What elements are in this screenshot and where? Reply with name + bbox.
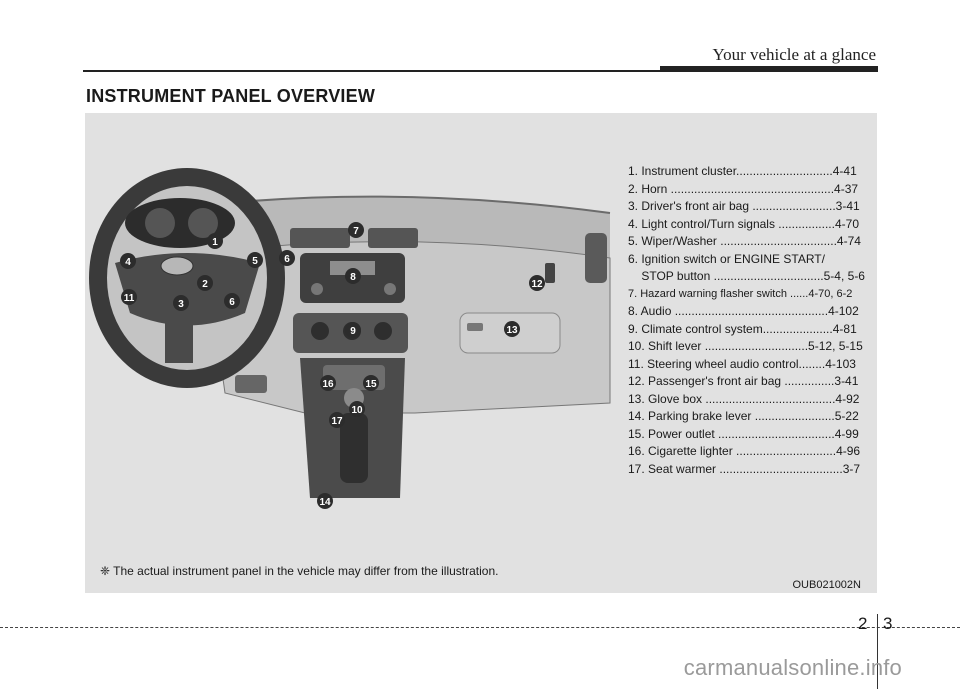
list-item: 10. Shift lever ........................… xyxy=(628,339,863,353)
callout-9: 9 xyxy=(345,322,361,338)
callout-4: 4 xyxy=(120,253,136,269)
svg-text:15: 15 xyxy=(365,379,377,390)
svg-text:16: 16 xyxy=(322,379,334,390)
svg-text:5: 5 xyxy=(252,256,258,267)
list-item: 4. Light control/Turn signals ..........… xyxy=(628,216,859,231)
parts-list: 1. Instrument cluster...................… xyxy=(628,163,868,478)
figure-panel: 1 2 3 4 5 6 6 7 8 9 10 11 12 13 14 15 16… xyxy=(85,113,877,593)
callout-2: 2 xyxy=(197,275,213,291)
svg-text:17: 17 xyxy=(331,416,343,427)
list-item: 2. Horn ................................… xyxy=(628,181,859,196)
svg-text:9: 9 xyxy=(350,326,356,337)
svg-text:1: 1 xyxy=(212,237,218,248)
svg-text:4: 4 xyxy=(125,257,131,268)
list-item: 9. Climate control system...............… xyxy=(628,321,857,336)
bottom-dashed-rule xyxy=(0,627,960,628)
svg-text:3: 3 xyxy=(178,299,184,310)
list-item: 1. Instrument cluster...................… xyxy=(628,164,857,178)
illustration-note: ❈ The actual instrument panel in the veh… xyxy=(100,564,499,578)
svg-text:12: 12 xyxy=(531,279,543,290)
callout-13: 13 xyxy=(504,321,520,337)
svg-text:10: 10 xyxy=(351,405,363,416)
callout-10: 10 xyxy=(349,401,365,417)
figure-code: OUB021002N xyxy=(792,579,862,591)
callout-5: 5 xyxy=(247,252,263,268)
callout-14: 14 xyxy=(317,493,333,509)
callout-12: 12 xyxy=(529,275,545,291)
svg-text:14: 14 xyxy=(319,497,331,508)
instrument-panel-illustration: 1 2 3 4 5 6 6 7 8 9 10 11 12 13 14 15 16… xyxy=(89,168,611,509)
list-item: 16. Cigarette lighter ..................… xyxy=(628,444,861,458)
callout-8: 8 xyxy=(345,268,361,284)
callout-6: 6 xyxy=(224,293,240,309)
svg-text:13: 13 xyxy=(506,325,518,336)
page-number-right: 3 xyxy=(883,614,893,633)
page-divider xyxy=(877,614,878,689)
page-number-left: 2 xyxy=(858,614,868,633)
svg-text:11: 11 xyxy=(124,293,135,304)
header-rule xyxy=(83,70,878,72)
callout-1: 1 xyxy=(207,233,223,249)
list-item: 3. Driver's front air bag ..............… xyxy=(628,199,860,213)
list-item: 8. Audio ...............................… xyxy=(628,304,859,318)
header-title: Your vehicle at a glance xyxy=(712,45,877,64)
list-item: 13. Glove box ..........................… xyxy=(628,391,860,406)
list-item: 17. Seat warmer ........................… xyxy=(628,461,861,476)
svg-text:2: 2 xyxy=(202,279,208,290)
header-rule-accent xyxy=(660,66,878,72)
svg-text:7: 7 xyxy=(353,226,359,237)
list-item: 15. Power outlet .......................… xyxy=(628,426,859,441)
list-item: 5. Wiper/Washer ........................… xyxy=(628,234,861,248)
callout-16: 16 xyxy=(320,375,336,391)
callout-11: 11 xyxy=(121,289,137,305)
list-item: 12. Passenger's front air bag ..........… xyxy=(628,374,859,388)
watermark: carmanualsonline.info xyxy=(683,655,902,680)
callout-17: 17 xyxy=(329,412,345,428)
list-item: 6. Ignition switch or ENGINE START/ xyxy=(628,251,825,266)
svg-text:6: 6 xyxy=(229,297,235,308)
svg-text:8: 8 xyxy=(350,272,356,283)
list-item: 14. Parking brake lever ................… xyxy=(628,409,859,423)
page-title: INSTRUMENT PANEL OVERVIEW xyxy=(86,86,376,106)
list-item: 11. Steering wheel audio control........… xyxy=(628,356,856,371)
list-item: STOP button ............................… xyxy=(628,269,865,283)
callout-6: 6 xyxy=(279,250,295,266)
callout-3: 3 xyxy=(173,295,189,311)
callout-7: 7 xyxy=(348,222,364,238)
list-item: 7. Hazard warning flasher switch ......4… xyxy=(628,287,853,300)
svg-text:6: 6 xyxy=(284,254,290,265)
callout-15: 15 xyxy=(363,375,379,391)
